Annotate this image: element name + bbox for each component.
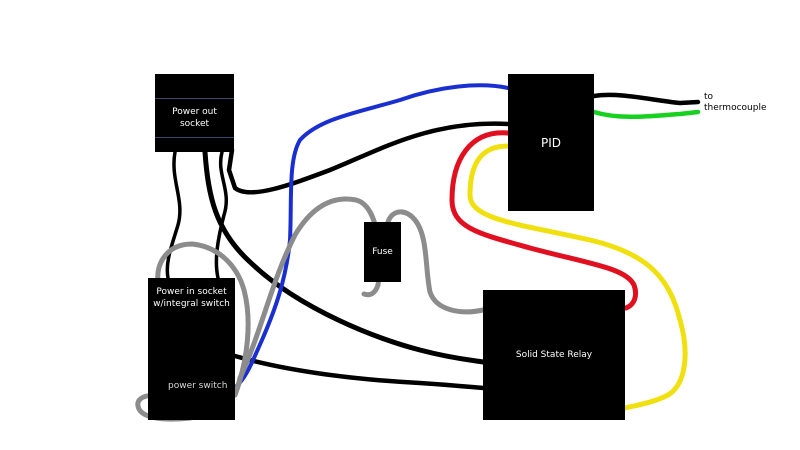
solid-state-relay-box: Solid State Relay bbox=[483, 290, 625, 420]
wire-blue-pid-to-switch bbox=[230, 83, 510, 392]
wire-green-pid-to-thermocouple bbox=[591, 109, 701, 119]
wire-yellow-pid-to-ssr bbox=[467, 143, 688, 411]
power-out-socket-box: Power out socket bbox=[155, 74, 234, 152]
fuse-label: Fuse bbox=[372, 247, 393, 257]
wire-black-pid-to-out-socket bbox=[226, 121, 511, 195]
power-switch-label: power switch bbox=[168, 381, 228, 391]
wire-gray-loop-to-fuse bbox=[155, 241, 251, 398]
pid-label: PID bbox=[540, 135, 561, 150]
wire-gray-fuse-to-ssr bbox=[385, 209, 486, 315]
wire-black-out-to-in-right bbox=[214, 150, 229, 280]
to-thermocouple-label: to thermocouple bbox=[704, 92, 767, 113]
power-out-socket-label: Power out socket bbox=[155, 98, 234, 138]
wire-red-pid-to-ssr bbox=[449, 130, 639, 311]
pid-box: PID bbox=[508, 74, 594, 211]
wire-black-pid-to-thermocouple bbox=[591, 92, 701, 106]
power-in-socket-label: Power in socket w/integral switch bbox=[153, 287, 230, 309]
wire-gray-socket-to-fuse bbox=[237, 196, 383, 381]
wire-black-in-to-ssr bbox=[232, 353, 486, 391]
fuse-box: Fuse bbox=[364, 222, 401, 282]
wire-black-out-to-ssr bbox=[202, 149, 486, 365]
solid-state-relay-label: Solid State Relay bbox=[515, 350, 593, 360]
wire-black-out-to-in-left bbox=[165, 150, 182, 280]
power-in-socket-box: Power in socket w/integral switch bbox=[148, 278, 235, 420]
